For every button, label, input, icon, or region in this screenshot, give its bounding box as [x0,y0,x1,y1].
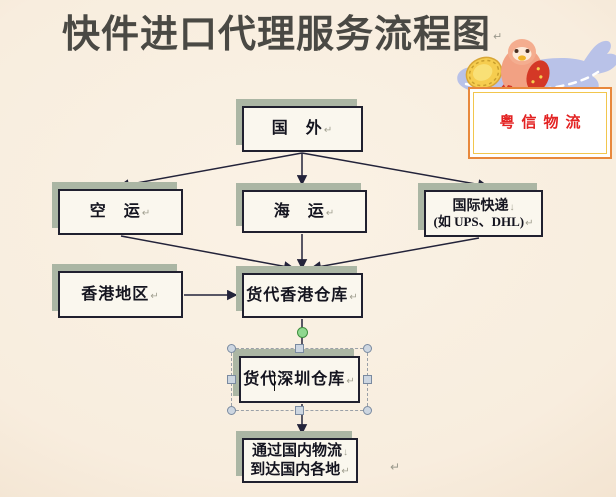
node-domestic-delivery[interactable]: 通过国内物流↓ 到达国内各地↵ [242,438,358,483]
node-hongkong-region[interactable]: 香港地区↵ [58,271,183,318]
logo-card[interactable]: 粤信物流 [468,87,612,159]
return-mark-icon: ↵ [346,375,356,387]
resize-handle-top-right[interactable] [363,344,372,353]
coin-icon [465,56,503,90]
return-mark-icon: ↵ [390,460,401,474]
rotate-handle[interactable] [297,327,308,338]
return-mark-icon: ↵ [150,290,160,302]
text-caret [274,372,275,391]
node-air-label: 空 运 [89,203,141,220]
resize-handle-bottom-left[interactable] [227,406,236,415]
return-mark-icon: ↵ [525,218,534,229]
node-international-express[interactable]: 国际快递↓ (如 UPS、DHL)↵ [424,190,543,237]
node-domestic-line1: 通过国内物流 [251,441,342,459]
wrap-mark-icon: ↓ [509,201,515,213]
logo-card-inner: 粤信物流 [473,92,607,154]
page-title-text: 快件进口代理服务流程图 [62,14,492,56]
node-hongkong-label: 香港地区 [81,285,150,303]
resize-handle-bottom-right[interactable] [363,406,372,415]
page-title[interactable]: 快件进口代理服务流程图↵ [62,3,522,58]
node-foreign[interactable]: 国 外↵ [242,106,363,152]
wrap-mark-icon: ↓ [343,446,348,458]
node-sea-freight[interactable]: 海 运↵ [242,190,367,233]
return-mark-icon: ↵ [341,465,350,477]
logo-company-name: 粤信物流 [499,114,588,131]
resize-handle-right[interactable] [363,375,372,384]
node-hk-warehouse[interactable]: 货代香港仓库↵ [242,273,363,318]
node-intl-line2: (如 UPS、DHL) [433,214,525,229]
node-air-freight[interactable]: 空 运↵ [58,189,183,235]
return-mark-icon: ↵ [323,125,334,136]
resize-handle-bottom[interactable] [295,406,304,415]
return-mark-icon: ↵ [325,207,336,219]
node-hkwh-label: 货代香港仓库 [246,286,349,304]
node-sea-label: 海 运 [273,202,325,220]
node-szwh-label: 货代深圳仓库 [243,370,346,388]
node-shenzhen-warehouse[interactable]: 货代深圳仓库↵ [239,356,360,403]
resize-handle-top-left[interactable] [227,344,236,353]
return-mark-icon: ↵ [493,31,504,44]
return-mark-icon: ↵ [141,208,152,219]
resize-handle-left[interactable] [227,375,236,384]
node-domestic-line2: 到达国内各地 [250,460,341,478]
selection-border [231,348,368,411]
return-mark-icon: ↵ [349,291,359,303]
node-foreign-label: 国 外 [271,120,323,137]
resize-handle-top[interactable] [295,344,304,353]
node-intl-line1: 国际快递 [452,196,509,213]
